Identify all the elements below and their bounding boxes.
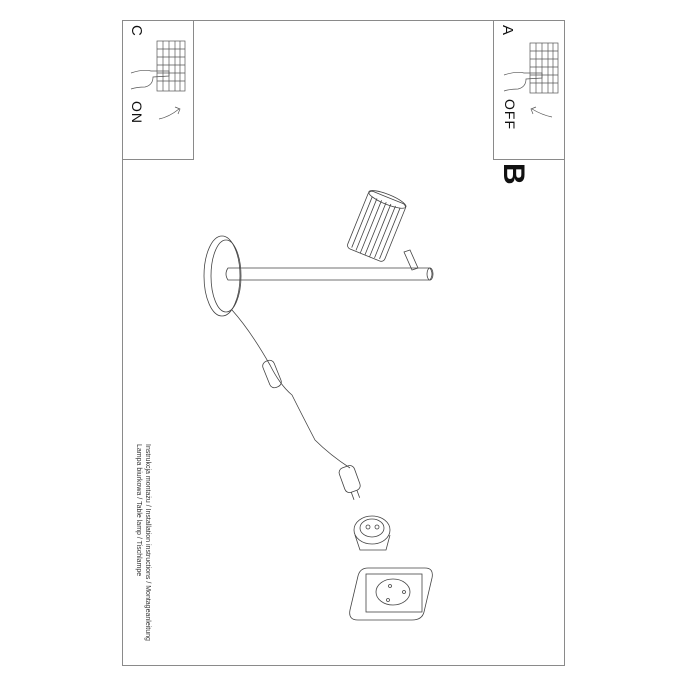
lamp-base-icon	[203, 235, 241, 317]
caption-line-1: Instrukcja montażu / Installation instru…	[144, 444, 151, 641]
caption-line-2: Lampa biurkowa / Table lamp / Tischlampe	[135, 444, 142, 577]
page-frame	[122, 20, 565, 666]
plug-icon	[338, 465, 361, 500]
caption: Instrukcja montażu / Installation instru…	[134, 444, 152, 641]
step-c-panel: C ON	[122, 20, 194, 160]
power-cable-icon	[231, 309, 351, 469]
step-a-panel: A OFF	[493, 20, 565, 160]
lamp-arm-icon	[225, 267, 433, 281]
wall-socket-icon	[349, 567, 433, 621]
lamp-head-icon	[347, 190, 407, 262]
breaker-panel-hand-icon	[503, 42, 559, 118]
breaker-panel-hand-icon	[130, 40, 186, 120]
cord-switch-icon	[262, 359, 282, 389]
socket-adapter-icon	[353, 515, 391, 551]
